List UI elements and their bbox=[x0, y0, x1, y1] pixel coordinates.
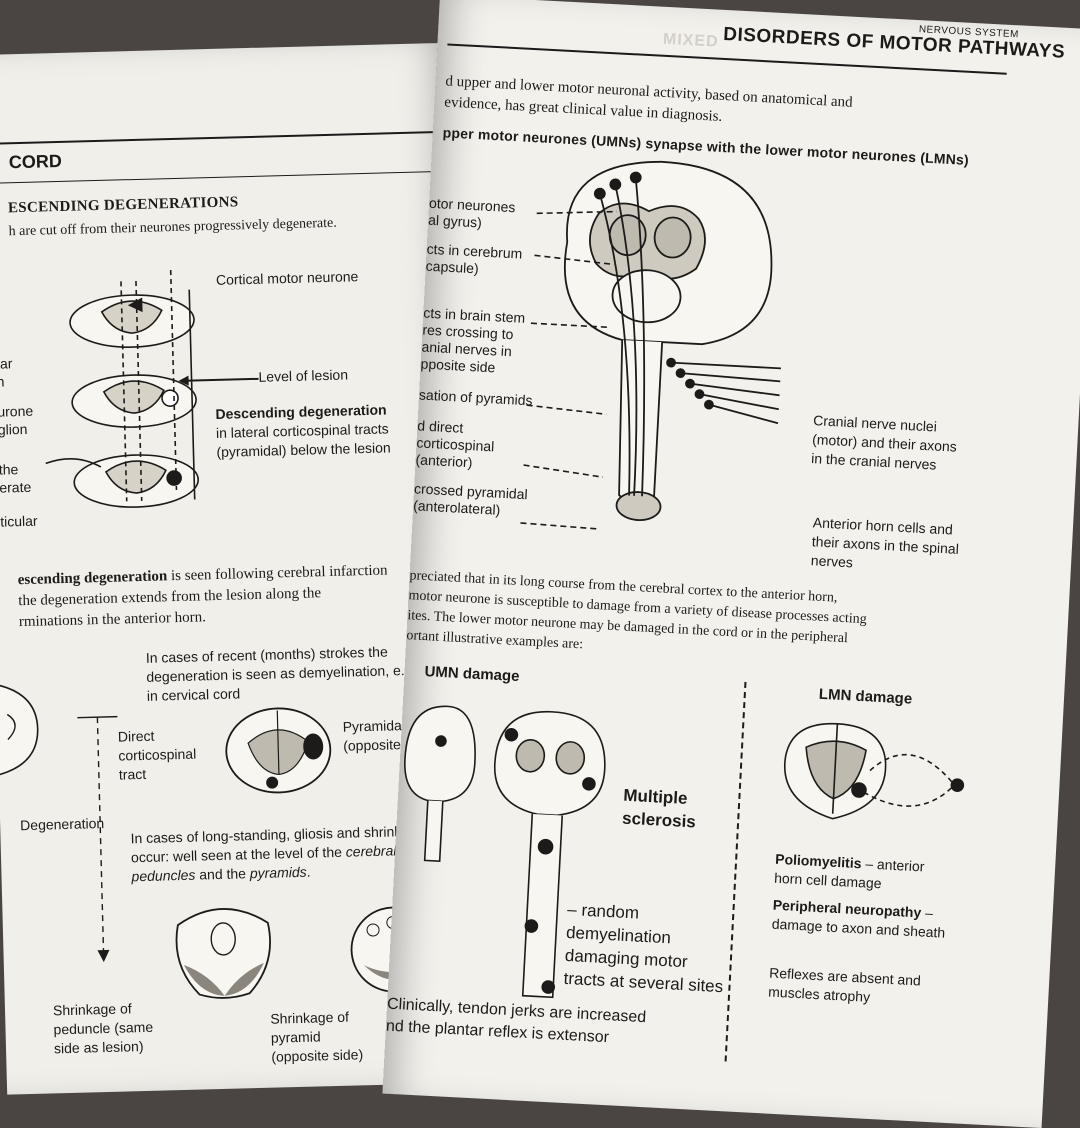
lmn-cord-diagram bbox=[783, 722, 965, 820]
spinal-cord-diagram bbox=[45, 270, 199, 508]
label-shrinkage-pyramid: Shrinkage of pyramid (opposite side) bbox=[270, 1008, 364, 1065]
label-recent-strokes: In cases of recent (months) strokes the … bbox=[145, 643, 417, 704]
label-cortical-motor-neurone: Cortical motor neurone bbox=[215, 268, 359, 288]
header-faded: MIXED bbox=[662, 30, 720, 51]
label-decussation: sation of pyramids bbox=[418, 386, 533, 409]
paragraph-bold: escending degeneration bbox=[17, 568, 168, 589]
label-anterior-horn-cells: Anterior horn cells and their axons in t… bbox=[810, 514, 960, 571]
label-degeneration: Degeneration bbox=[19, 815, 105, 834]
paragraph-rest: is seen following cerebral infarction bbox=[167, 562, 388, 585]
fragment-urone: urone bbox=[0, 402, 34, 420]
fragment-n: n bbox=[0, 373, 5, 390]
degeneration-line bbox=[77, 715, 118, 963]
period-text: . bbox=[306, 863, 311, 880]
lmn-damage-heading: LMN damage bbox=[818, 685, 913, 708]
peduncle-section bbox=[175, 908, 271, 999]
peripheral-neuropathy-text: Peripheral neuropathy – damage to axon a… bbox=[771, 896, 953, 943]
label-shrinkage-peduncle: Shrinkage of peduncle (same side as lesi… bbox=[52, 1000, 154, 1057]
lesion-arrow bbox=[178, 375, 259, 386]
fragment-glion: glion bbox=[0, 420, 28, 438]
label-arrows bbox=[520, 210, 617, 530]
multiple-sclerosis-label: Multiple sclerosis bbox=[621, 785, 697, 832]
label-level-of-lesion: Level of lesion bbox=[258, 366, 349, 385]
paragraph-line-3: rminations in the anterior horn. bbox=[18, 609, 207, 631]
umn-damage-heading: UMN damage bbox=[424, 663, 520, 686]
brain-section-fragment bbox=[0, 684, 39, 776]
fragment-ticular: ticular bbox=[0, 512, 38, 530]
label-descending-degeneration-desc: in lateral corticospinal tracts (pyramid… bbox=[215, 420, 391, 460]
label-direct-corticospinal: Direct corticospinal tract bbox=[117, 727, 197, 783]
header-rule-bottom bbox=[0, 170, 454, 184]
umn-lmn-divider bbox=[724, 681, 747, 1062]
polio-bold: Poliomyelitis bbox=[774, 850, 862, 872]
fragment-the: the bbox=[0, 461, 19, 478]
header-rule bbox=[0, 130, 453, 145]
polio-text: Poliomyelitis – anterior horn cell damag… bbox=[774, 850, 956, 897]
pyramids-text: pyramids bbox=[249, 863, 307, 882]
label-cranial-nerve-nuclei: Cranial nerve nuclei (motor) and their a… bbox=[810, 412, 958, 473]
ms-description: – random demyelination damaging motor tr… bbox=[563, 899, 724, 997]
reflexes-absent-text: Reflexes are absent and muscles atrophy bbox=[767, 964, 922, 1005]
umn-brain-diagrams bbox=[404, 705, 606, 999]
right-book-page: MIXED DISORDERS OF MOTOR PATHWAYS NERVOU… bbox=[382, 0, 1080, 1128]
left-page-header: CORD bbox=[8, 150, 63, 173]
motor-pathway-diagram bbox=[563, 160, 781, 522]
cervical-cord-section bbox=[225, 707, 332, 794]
fragment-erate: erate bbox=[0, 478, 32, 496]
section-heading: ESCENDING DEGENERATIONS bbox=[7, 194, 239, 217]
fragment-far: far bbox=[0, 355, 13, 372]
and-the-text: and the bbox=[195, 865, 251, 883]
